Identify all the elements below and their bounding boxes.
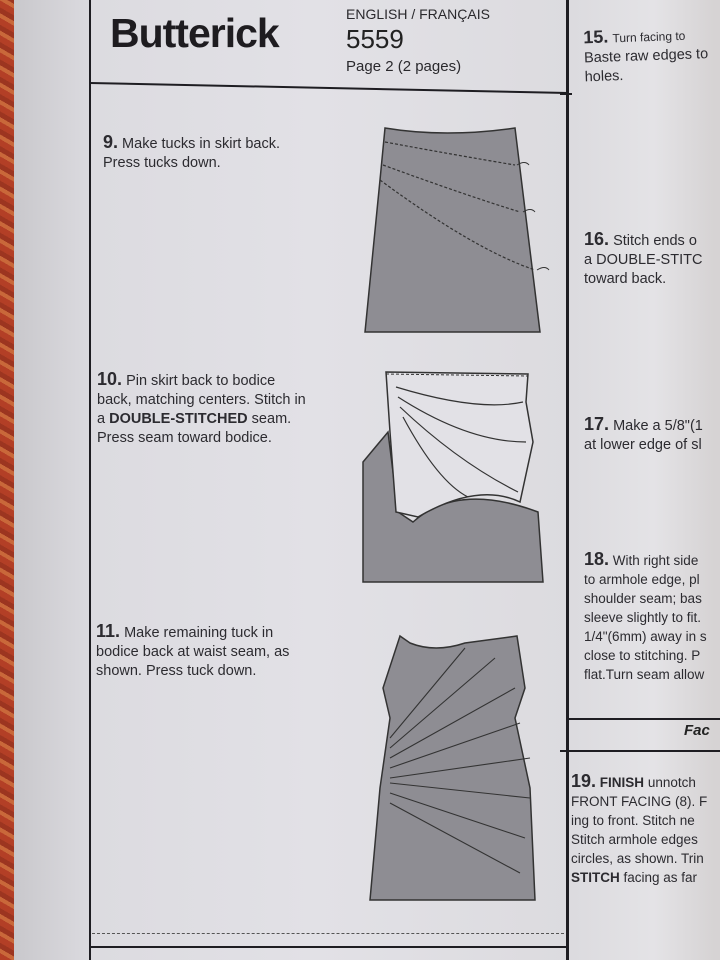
step-17: 17. Make a 5/8"(1 at lower edge of sl (584, 415, 703, 453)
right-header-divider (560, 93, 572, 95)
skirt-back-tucks-illustration (364, 127, 550, 333)
left-border (89, 0, 91, 960)
bottom-dashed-line (92, 933, 564, 934)
step-11: 11. Make remaining tuck in bodice back a… (96, 622, 290, 679)
bodice-back-tuck-illustration (369, 634, 536, 901)
column-divider (566, 0, 569, 960)
section-divider-bottom (560, 750, 720, 752)
step-15: 15. Turn facing to Baste raw edges to ho… (583, 26, 709, 86)
bottom-line (90, 946, 568, 948)
pattern-number: 5559 (346, 24, 404, 54)
step-19: 19. FINISH unnotch FRONT FACING (8). F i… (571, 772, 708, 885)
step-9: 9. Make tucks in skirt back. Press tucks… (103, 133, 280, 171)
step-18: 18. With right side to armhole edge, pl … (584, 550, 707, 682)
page-indicator: Page 2 (2 pages) (346, 58, 462, 75)
section-heading: Fac (684, 722, 710, 739)
section-divider-top (566, 718, 720, 720)
brand-logo: Butterick (110, 10, 280, 56)
language-label: ENGLISH / FRANÇAIS (346, 6, 490, 22)
step-10: 10. Pin skirt back to bodice back, match… (97, 370, 306, 446)
step-16: 16. Stitch ends o a DOUBLE-STITC toward … (584, 230, 703, 287)
bodice-skirt-seam-illustration (362, 371, 544, 583)
